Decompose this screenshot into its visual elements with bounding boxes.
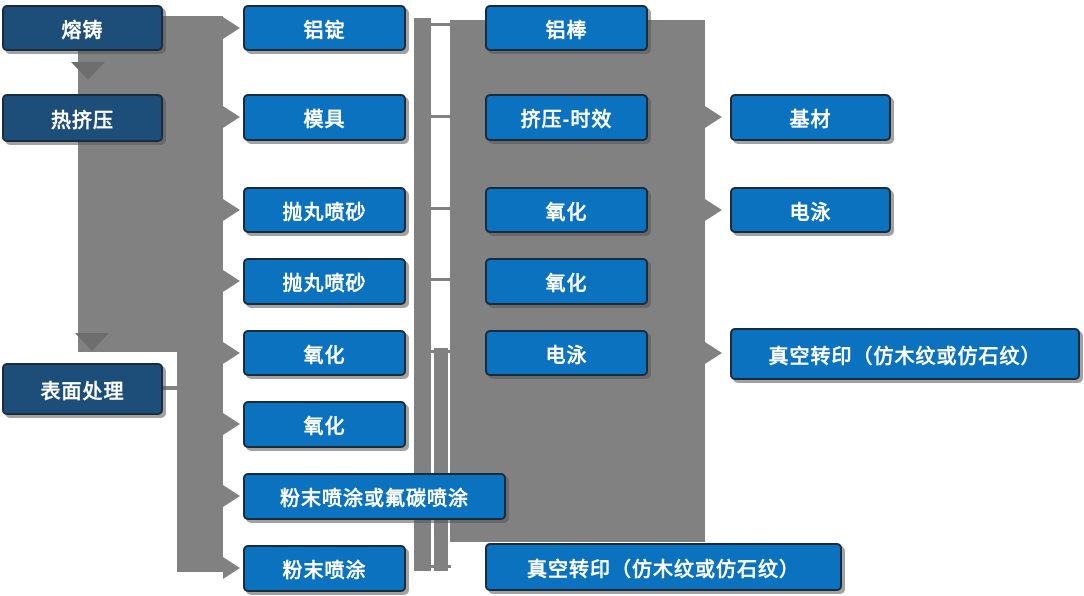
flow-bus-middle <box>414 18 431 571</box>
node-electrophoresis-right: 电泳 <box>730 187 891 233</box>
node-extrusion-aging: 挤压-时效 <box>485 94 648 141</box>
tick-row1 <box>431 23 451 26</box>
right-arrow-to-oxidation-1-icon <box>223 342 240 364</box>
node-mold: 模具 <box>243 94 406 141</box>
flow-bus-left <box>177 16 223 572</box>
tick-row8 <box>431 565 451 568</box>
tick-row4 <box>431 278 451 281</box>
flow-connector-surface-treatment <box>163 386 179 390</box>
node-surface-treatment: 表面处理 <box>2 363 163 415</box>
right-arrow-to-substrate-icon <box>705 106 722 128</box>
tick-row2 <box>431 115 451 118</box>
node-shot-blasting-2: 抛丸喷砂 <box>243 258 406 305</box>
right-arrow-to-electrophoresis-icon <box>705 199 722 221</box>
node-shot-blasting-1: 抛丸喷砂 <box>243 187 406 233</box>
tick-row5 <box>431 350 451 353</box>
node-powder-coating: 粉末喷涂 <box>243 545 406 592</box>
right-arrow-to-powder-fluorocarbon-icon <box>223 485 240 507</box>
flow-block-left <box>78 47 177 352</box>
node-electrophoresis-mid: 电泳 <box>485 330 648 376</box>
down-arrow-to-hot-extrusion-icon <box>71 62 105 80</box>
right-arrow-to-shot-blasting-1-icon <box>223 199 240 221</box>
node-powder-or-fluorocarbon-coating: 粉末喷涂或氟碳喷涂 <box>243 473 506 520</box>
flow-bus-middle-2 <box>434 348 448 571</box>
node-oxidation-4: 氧化 <box>485 258 648 305</box>
right-arrow-to-mold-icon <box>223 106 240 128</box>
node-aluminum-rod: 铝棒 <box>485 5 648 51</box>
node-oxidation-3: 氧化 <box>485 187 648 233</box>
tick-row3 <box>431 207 451 210</box>
node-melting-casting: 熔铸 <box>2 5 163 51</box>
node-oxidation-1: 氧化 <box>243 330 406 376</box>
right-arrow-to-vacuum-transfer-icon <box>705 342 722 364</box>
right-arrow-to-aluminum-ingot-icon <box>223 17 240 39</box>
node-substrate: 基材 <box>730 94 891 141</box>
node-oxidation-2: 氧化 <box>243 401 406 448</box>
node-aluminum-ingot: 铝锭 <box>243 5 406 51</box>
node-vacuum-transfer-bottom: 真空转印（仿木纹或仿石纹） <box>485 543 842 591</box>
right-arrow-to-oxidation-2-icon <box>223 413 240 435</box>
node-vacuum-transfer-right: 真空转印（仿木纹或仿石纹） <box>730 328 1080 380</box>
down-arrow-to-surface-treatment-icon <box>75 333 109 351</box>
right-arrow-to-powder-coating-icon <box>223 557 240 579</box>
node-hot-extrusion: 热挤压 <box>2 94 163 142</box>
right-arrow-to-shot-blasting-2-icon <box>223 270 240 292</box>
